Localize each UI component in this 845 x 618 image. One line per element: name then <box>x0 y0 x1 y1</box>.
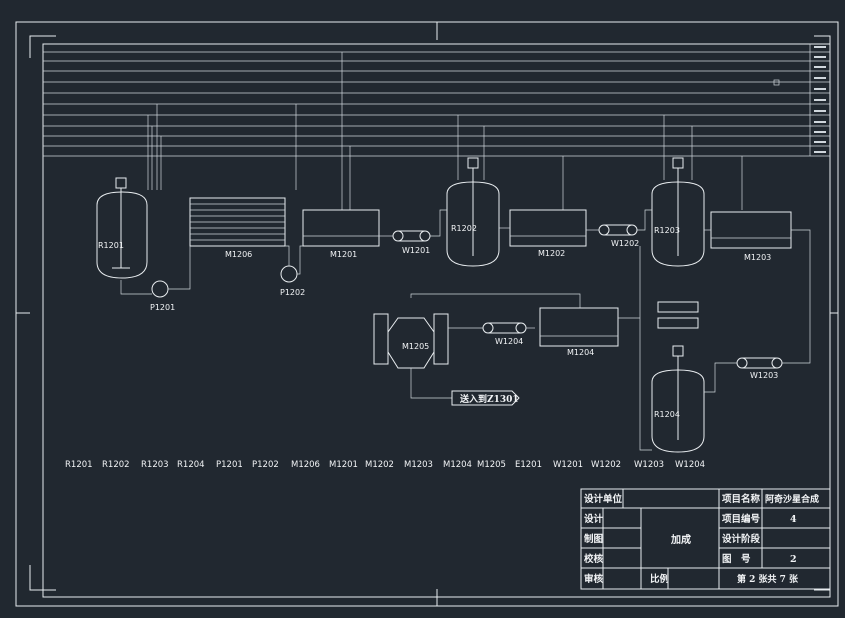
design-unit-label: 设计单位 <box>584 493 623 505</box>
condenser-e1201[interactable] <box>657 301 699 329</box>
utility-header-lines <box>43 44 830 157</box>
filter-m1201[interactable]: M1201 <box>302 209 380 259</box>
label-w1203: W1203 <box>750 371 778 380</box>
label-r1202: R1202 <box>451 224 477 233</box>
label-w1202: W1202 <box>611 239 639 248</box>
header-drop-lines <box>147 52 743 210</box>
title-block: 设计单位 设计 制图 校核 审核 加成 比例 项目名称 阿奇沙星合成 项目编号 … <box>580 488 831 590</box>
label-r1203: R1203 <box>654 226 680 235</box>
filter-m1204[interactable]: M1204 <box>539 307 619 357</box>
drawing-no-value: 2 <box>790 554 797 565</box>
legend-item: E1201 <box>515 460 542 470</box>
legend-item: W1203 <box>634 460 664 470</box>
reactor-r1201[interactable]: R1201 <box>96 177 148 279</box>
legend-item: M1202 <box>365 460 394 470</box>
label-m1205: M1205 <box>402 342 429 351</box>
label-p1202: P1202 <box>280 288 305 297</box>
label-m1202: M1202 <box>538 249 565 258</box>
center-text: 加成 <box>670 533 691 546</box>
legend-item: R1202 <box>102 460 130 470</box>
pump-p1201[interactable]: P1201 <box>150 280 175 312</box>
process-pipes <box>120 209 811 451</box>
label-p1201: P1201 <box>150 303 175 312</box>
sheet-text: 第 2 张共 7 张 <box>737 573 799 585</box>
label-m1204: M1204 <box>567 348 594 357</box>
filter-m1202[interactable]: M1202 <box>509 209 587 258</box>
review-label: 审核 <box>584 573 604 585</box>
conveyor-w1203[interactable]: W1203 <box>736 357 783 380</box>
project-name-value: 阿奇沙星合成 <box>765 493 819 505</box>
conveyor-w1204[interactable]: W1204 <box>482 322 527 346</box>
legend-item: R1201 <box>65 460 93 470</box>
drafting-label: 制图 <box>584 533 603 545</box>
label-m1201: M1201 <box>330 250 357 259</box>
outlet-arrow[interactable]: 送入到Z1301 <box>451 390 520 406</box>
filter-m1203[interactable]: M1203 <box>710 211 792 262</box>
exchanger-m1206[interactable]: M1206 <box>189 197 286 259</box>
scale-label: 比例 <box>650 573 669 585</box>
legend-item: W1204 <box>675 460 705 470</box>
outlet-label: 送入到Z1301 <box>459 393 519 405</box>
design-label: 设计 <box>584 513 604 525</box>
legend-item: W1201 <box>553 460 583 470</box>
legend-item: M1204 <box>443 460 472 470</box>
label-w1201: W1201 <box>402 246 430 255</box>
dryer-m1205[interactable]: M1205 <box>373 313 449 369</box>
drawing-border <box>15 21 839 607</box>
drawing-no-label: 图 号 <box>722 554 751 565</box>
legend-item: M1205 <box>477 460 506 470</box>
equipment-legend: R1201 R1202 R1203 R1204 P1201 P1202 M120… <box>65 460 705 470</box>
conveyor-w1202[interactable]: W1202 <box>598 224 639 248</box>
label-r1201: R1201 <box>98 241 124 250</box>
project-name-label: 项目名称 <box>722 493 761 505</box>
legend-item: M1206 <box>291 460 320 470</box>
legend-item: R1204 <box>177 460 205 470</box>
pump-p1202[interactable]: P1202 <box>280 265 305 297</box>
reactor-r1203[interactable]: R1203 <box>651 157 705 267</box>
label-m1206: M1206 <box>225 250 252 259</box>
legend-item: P1201 <box>216 460 243 470</box>
label-w1204: W1204 <box>495 337 523 346</box>
legend-item: M1201 <box>329 460 358 470</box>
design-stage-label: 设计阶段 <box>722 533 761 545</box>
legend-item: P1202 <box>252 460 279 470</box>
conveyor-w1201[interactable]: W1201 <box>392 230 431 255</box>
legend-item: M1203 <box>404 460 433 470</box>
label-r1204: R1204 <box>654 410 680 419</box>
project-no-label: 项目编号 <box>722 513 761 525</box>
check-label: 校核 <box>584 553 604 565</box>
project-no-value: 4 <box>790 514 797 525</box>
legend-item: R1203 <box>141 460 169 470</box>
label-m1203: M1203 <box>744 253 771 262</box>
reactor-r1204[interactable]: R1204 <box>651 345 705 453</box>
reactor-r1202[interactable]: R1202 <box>446 157 500 267</box>
legend-item: W1202 <box>591 460 621 470</box>
